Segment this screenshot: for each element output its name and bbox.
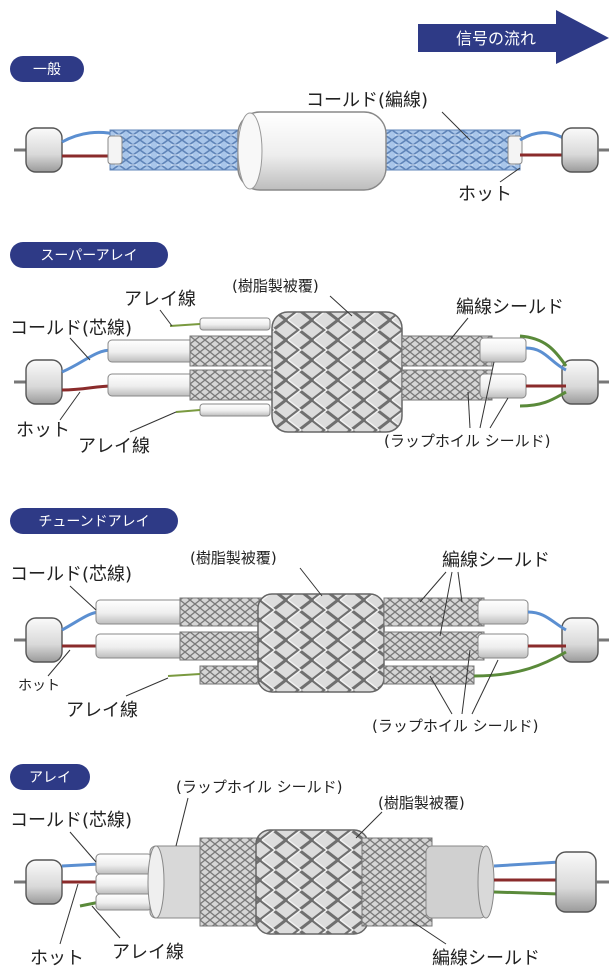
label-cold: コールド(芯線)	[10, 810, 132, 831]
left-plug	[25, 617, 63, 663]
label-hot: ホット	[458, 184, 512, 205]
right-plug	[555, 851, 597, 913]
section-general: 一般 コールド(編線) ホット	[10, 56, 609, 205]
section-tag: スーパーアレイ	[10, 242, 168, 268]
section-tag: アレイ	[10, 764, 90, 790]
section-super-array: スーパーアレイ (樹脂製被覆) アレイ線 コールド(芯線	[10, 242, 609, 457]
label-array: アレイ線	[66, 700, 138, 721]
label-braid-shield: 編線シールド	[432, 948, 540, 966]
label-braid-shield: 編線シールド	[456, 297, 564, 318]
label-jacket: (樹脂製被覆)	[232, 277, 319, 295]
label-jacket: (樹脂製被覆)	[378, 794, 465, 812]
jacket	[271, 311, 403, 433]
section-tuned-array: チューンドアレイ (樹脂製被覆) コールド(芯線) 編線シールド ホット	[10, 508, 609, 735]
label-array-top: アレイ線	[124, 289, 196, 310]
label-cold: コールド(編線)	[306, 90, 428, 111]
label-hot: ホット	[18, 678, 60, 694]
label-hot: ホット	[16, 420, 70, 441]
section-tag: 一般	[10, 56, 84, 82]
section-tag-label: スーパーアレイ	[40, 248, 137, 264]
right-plug	[561, 127, 609, 173]
right-plug	[561, 359, 599, 405]
label-cold: コールド(芯線)	[10, 564, 132, 585]
section-tag-label: 一般	[33, 62, 61, 78]
label-hot: ホット	[30, 948, 84, 966]
label-cold: コールド(芯線)	[10, 318, 132, 339]
jacket	[255, 829, 369, 935]
left-plug	[14, 127, 63, 173]
label-braid-shield: 編線シールド	[442, 550, 550, 571]
label-array-bottom: アレイ線	[78, 436, 150, 457]
section-tag: チューンドアレイ	[10, 508, 178, 534]
signal-flow-label: 信号の流れ	[456, 29, 536, 48]
section-tag-label: チューンドアレイ	[38, 514, 149, 530]
label-array: アレイ線	[112, 942, 184, 963]
label-jacket: (樹脂製被覆)	[190, 549, 277, 567]
signal-flow-arrow: 信号の流れ	[418, 10, 609, 64]
label-wrap-foil: (ラップホイル シールド)	[176, 778, 342, 796]
section-array: アレイ (ラップホイル シールド) (樹脂製被覆) コールド(芯線) ホット ア…	[10, 764, 609, 966]
right-plug	[561, 617, 599, 663]
label-wrap-foil: (ラップホイル シールド)	[372, 717, 538, 735]
jacket	[257, 593, 385, 693]
left-plug	[25, 359, 63, 405]
left-plug	[25, 859, 63, 905]
label-wrap-foil: (ラップホイル シールド)	[384, 432, 550, 450]
section-tag-label: アレイ	[29, 770, 71, 786]
